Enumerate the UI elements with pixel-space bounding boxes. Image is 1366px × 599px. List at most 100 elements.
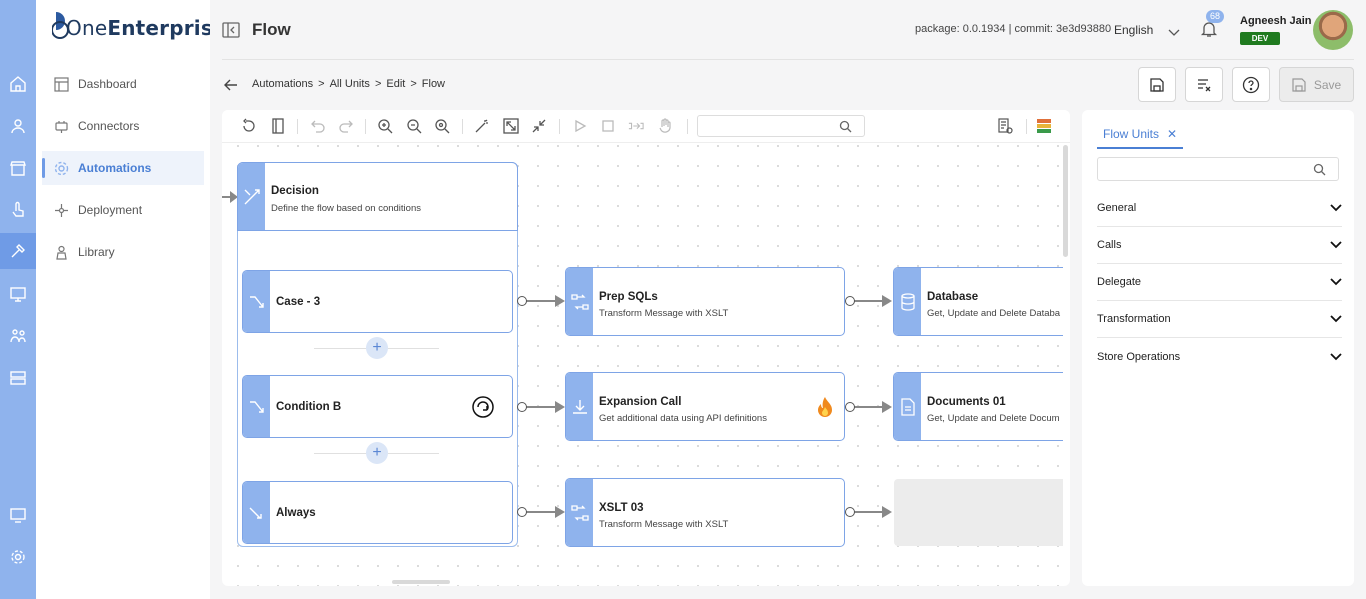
section-label: General xyxy=(1097,202,1137,214)
sidebar-item-library[interactable]: Library xyxy=(42,235,204,269)
section-label: Calls xyxy=(1097,239,1122,251)
decision-node[interactable]: Decision Define the flow based on condit… xyxy=(237,162,518,231)
xslt-03-node[interactable]: XSLT 03 Transform Message with XSLT xyxy=(565,478,845,547)
avatar[interactable] xyxy=(1313,10,1353,50)
users-icon[interactable] xyxy=(8,116,28,136)
output-port[interactable] xyxy=(845,402,855,412)
undo-icon[interactable] xyxy=(310,118,326,134)
package-info: package: 0.0.1934 | commit: 3e3d93880 xyxy=(915,23,1112,35)
vertical-scrollbar[interactable] xyxy=(1063,145,1068,257)
search-icon xyxy=(839,120,852,133)
chevron-down-icon xyxy=(1330,241,1342,249)
section-label: Transformation xyxy=(1097,313,1171,325)
top-bar xyxy=(210,0,1366,60)
play-icon[interactable] xyxy=(572,118,588,134)
prep-sqls-node[interactable]: Prep SQLs Transform Message with XSLT xyxy=(565,267,845,336)
back-arrow-icon[interactable] xyxy=(224,78,238,96)
section-store-operations[interactable]: Store Operations xyxy=(1097,338,1342,375)
node-description: Get additional data using API definition… xyxy=(599,413,767,424)
output-port[interactable] xyxy=(517,507,527,517)
transform-icon xyxy=(566,479,593,546)
store-icon[interactable] xyxy=(8,158,28,178)
always-node[interactable]: Always xyxy=(242,481,513,544)
server-icon[interactable] xyxy=(8,368,28,388)
fit-screen-icon[interactable] xyxy=(503,118,519,134)
close-icon[interactable]: ✕ xyxy=(1167,126,1178,141)
case-3-node[interactable]: Case - 3 xyxy=(242,270,513,333)
stop-icon[interactable] xyxy=(600,118,616,134)
step-icon[interactable] xyxy=(628,118,644,134)
monitor-icon[interactable] xyxy=(8,284,28,304)
clear-button[interactable] xyxy=(1185,67,1223,102)
output-port[interactable] xyxy=(517,296,527,306)
connectors-icon xyxy=(53,118,69,134)
display-settings-icon[interactable] xyxy=(8,505,28,525)
save-draft-button[interactable] xyxy=(1138,67,1176,102)
team-icon[interactable] xyxy=(8,326,28,346)
node-description: Get, Update and Delete Databa xyxy=(927,308,1061,319)
breadcrumb-automations[interactable]: Automations xyxy=(252,78,314,90)
condition-b-node[interactable]: Condition B xyxy=(242,375,513,438)
user-name: Agneesh Jain xyxy=(1240,15,1312,27)
notification-badge: 68 xyxy=(1206,10,1224,23)
reset-icon[interactable] xyxy=(241,118,257,134)
tab-label: Flow Units xyxy=(1103,126,1160,141)
breadcrumb-edit[interactable]: Edit xyxy=(386,78,406,90)
collapse-icon[interactable] xyxy=(531,118,547,134)
column-clip: Database Get, Update and Delete Databa D… xyxy=(893,260,1063,560)
node-placeholder[interactable] xyxy=(894,479,1063,546)
section-delegate[interactable]: Delegate xyxy=(1097,264,1342,301)
canvas-search-input[interactable] xyxy=(697,115,865,137)
node-title: Database xyxy=(927,291,979,303)
document-settings-icon[interactable] xyxy=(997,118,1013,134)
sidebar-item-dashboard[interactable]: Dashboard xyxy=(42,67,204,101)
bell-icon[interactable] xyxy=(1200,20,1218,43)
save-button[interactable]: Save xyxy=(1279,67,1354,102)
export-icon[interactable] xyxy=(270,118,286,134)
output-port[interactable] xyxy=(517,402,527,412)
transform-icon xyxy=(566,268,593,335)
zoom-in-icon[interactable] xyxy=(377,118,393,134)
hand-icon[interactable] xyxy=(657,118,673,134)
redo-icon[interactable] xyxy=(338,118,354,134)
zoom-out-icon[interactable] xyxy=(406,118,422,134)
output-port[interactable] xyxy=(845,296,855,306)
fire-icon xyxy=(816,396,834,423)
tab-flow-units[interactable]: Flow Units ✕ xyxy=(1097,120,1184,149)
database-node[interactable]: Database Get, Update and Delete Databa xyxy=(893,267,1063,336)
expansion-call-node[interactable]: Expansion Call Get additional data using… xyxy=(565,372,845,441)
documents-01-node[interactable]: Documents 01 Get, Update and Delete Docu… xyxy=(893,372,1063,441)
section-transformation[interactable]: Transformation xyxy=(1097,301,1342,338)
layers-color-icon[interactable] xyxy=(1036,118,1052,134)
logo-text: OneEnterprise xyxy=(66,16,227,40)
collapse-sidebar-icon[interactable] xyxy=(222,22,240,38)
touch-icon[interactable] xyxy=(8,200,28,220)
zoom-reset-icon[interactable] xyxy=(434,118,450,134)
sidebar-item-connectors[interactable]: Connectors xyxy=(42,109,204,143)
output-port[interactable] xyxy=(845,507,855,517)
breadcrumb-all-units[interactable]: All Units xyxy=(329,78,370,90)
tools-icon[interactable] xyxy=(8,241,28,261)
panel-search-input[interactable] xyxy=(1097,157,1339,181)
breadcrumb-separator: > xyxy=(318,78,325,90)
app-logo[interactable]: OneEnterprise xyxy=(51,10,227,40)
horizontal-scrollbar[interactable] xyxy=(392,580,450,584)
settings-icon[interactable] xyxy=(8,547,28,567)
add-branch-button[interactable]: + xyxy=(366,337,388,359)
help-button[interactable] xyxy=(1232,67,1270,102)
section-general[interactable]: General xyxy=(1097,190,1342,227)
loop-icon[interactable] xyxy=(472,396,494,423)
sidebar-item-automations[interactable]: Automations xyxy=(42,151,204,185)
magic-wand-icon[interactable] xyxy=(474,118,490,134)
search-icon xyxy=(1313,163,1326,176)
canvas-toolbar xyxy=(222,110,1070,143)
document-icon xyxy=(894,373,921,440)
language-select[interactable]: English xyxy=(1114,23,1154,37)
breadcrumb-separator: > xyxy=(374,78,382,90)
section-calls[interactable]: Calls xyxy=(1097,227,1342,264)
sidebar-item-deployment[interactable]: Deployment xyxy=(42,193,204,227)
chevron-down-icon[interactable] xyxy=(1168,24,1180,42)
add-branch-button[interactable]: + xyxy=(366,442,388,464)
home-icon[interactable] xyxy=(8,74,28,94)
connector-lines xyxy=(222,191,892,518)
